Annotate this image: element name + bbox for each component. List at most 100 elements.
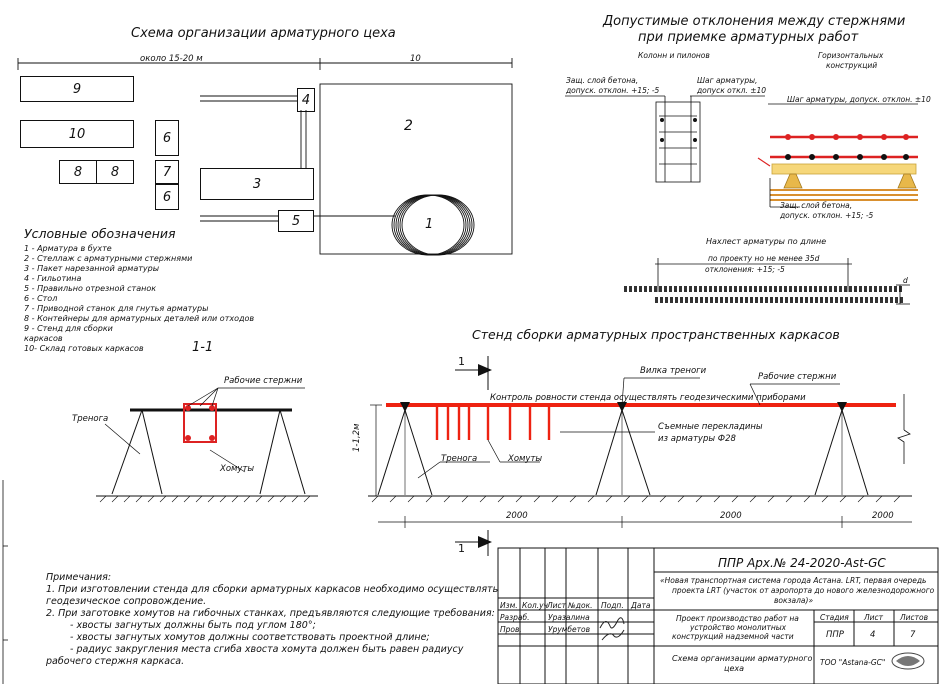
legend-item: 10- Склад готовых каркасов: [24, 344, 144, 353]
cut-label-top: 1: [458, 355, 465, 368]
sheets-header: Листов: [900, 613, 929, 622]
row1-name: Уразалина: [548, 613, 590, 622]
legend-item: 6 - Стол: [24, 294, 58, 303]
horizontal-label-2: конструкций: [826, 61, 878, 70]
span-label-1: 2000: [506, 511, 528, 521]
sheet-header: Лист: [864, 613, 884, 622]
sheet-name-2: цеха: [724, 664, 745, 673]
project-line-2: проекта LRT (участок от аэропорта до нов…: [672, 586, 935, 595]
pitch-col-2: допуск откл. ±10: [697, 86, 767, 95]
dim-total-label: около 15-20 м: [140, 54, 203, 64]
section-bars-label: Рабочие стержни: [224, 376, 303, 386]
block-3: 3: [200, 168, 314, 200]
block-9: 9: [20, 76, 134, 102]
stage-value: ППР: [826, 630, 844, 640]
notes-line: геодезическое сопровождение.: [46, 596, 207, 607]
cover-hor-2: допуск. отклон. +15; -5: [780, 211, 874, 220]
rack-area: [319, 83, 513, 255]
crossbars-label-1: Съемные перекладины: [658, 422, 763, 432]
notes-line: - хвосты загнутых должны быть под углом …: [70, 620, 316, 631]
pitch-hor: Шаг арматуры, допуск. отклон. ±10: [787, 95, 931, 104]
sheets-value: 7: [910, 630, 916, 640]
title-block-grid: [497, 547, 939, 684]
stand-title: Стенд сборки арматурных пространственных…: [472, 327, 840, 342]
block-8b: 8: [96, 160, 134, 184]
legend-title: Условные обозначения: [24, 226, 176, 241]
workshop-scheme: [17, 58, 513, 256]
coil-1-drawing: [391, 194, 475, 256]
doc-code: ППР Арх.№ 24-2020-Ast-GC: [718, 556, 886, 570]
project-line-1: «Новая транспортная система города Астан…: [660, 576, 927, 585]
section-stirrups-label: Хомуты: [220, 464, 255, 474]
span-label-2: 2000: [720, 511, 742, 521]
row2-name: Урумбетов: [548, 625, 591, 634]
section-title: 1-1: [192, 340, 214, 355]
sheet-value: 4: [870, 630, 876, 640]
legend-item: каркасов: [24, 334, 63, 343]
block-6a: 6: [155, 120, 179, 156]
legend-item: 7 - Приводной станок для гнутья арматуры: [24, 304, 209, 313]
legend-item: 8 - Контейнеры для арматурных деталей ил…: [24, 314, 255, 323]
block-7: 7: [155, 160, 179, 184]
section-1-1-drawing: [96, 387, 318, 503]
dim-10-label: 10: [410, 54, 421, 64]
block-4: 4: [297, 88, 315, 112]
doc-name-2: устройство монолитных: [690, 623, 787, 632]
lap-1: по проекту но не менее 35d: [708, 254, 820, 263]
horizontal-tolerance-detail: [757, 103, 918, 208]
col-header-ndok: №док.: [568, 601, 593, 610]
section-tripod-label: Тренога: [72, 414, 109, 424]
cover-col-1: Защ. слой бетона,: [566, 76, 639, 85]
height-label: 1-1,2м: [352, 423, 362, 452]
legend-list: 1 - Арматура в бухте 2 - Стеллаж с армат…: [24, 244, 254, 354]
cover-col-2: допуск. отклон. +15; -5: [566, 86, 660, 95]
notes-line: - радиус закругления места сгиба хвоста …: [70, 644, 464, 655]
notes-block: Примечания: 1. При изготовлении стенда д…: [46, 572, 498, 668]
company-name: ТОО "Astana-GC": [820, 658, 886, 667]
horizontal-label-1: Горизонтальных: [818, 51, 884, 60]
row2-role: Пров.: [500, 625, 522, 634]
notes-line: 1. При изготовлении стенда для сборки ар…: [46, 584, 499, 595]
project-line-3: вокзала)»: [774, 596, 814, 605]
legend-item: 2 - Стеллаж с арматурными стержнями: [24, 254, 193, 263]
d-label: d: [903, 276, 908, 285]
control-label: Контроль ровности стенда осуществлять ге…: [490, 393, 806, 403]
notes-title: Примечания:: [46, 572, 112, 583]
legend-item: 5 - Правильно отрезной станок: [24, 284, 157, 293]
legend-item: 4 - Гильотина: [24, 274, 82, 283]
crossbars-label-2: из арматуры Ф28: [658, 434, 736, 444]
block-8a: 8: [59, 160, 97, 184]
block-5: 5: [278, 210, 314, 232]
block-1-label: 1: [425, 217, 434, 232]
lap-splice-detail: [624, 258, 910, 305]
lap-2: отклонения: +15; -5: [705, 265, 785, 274]
legend-item: 1 - Арматура в бухте: [24, 244, 112, 253]
doc-name-1: Проект производство работ на: [676, 614, 799, 623]
notes-line: рабочего стержня каркаса.: [46, 656, 185, 667]
stand-bars-label: Рабочие стержни: [758, 372, 837, 382]
tolerances-title-2: при приемке арматурных работ: [638, 30, 859, 45]
lap-title: Нахлест арматуры по длине: [706, 237, 827, 246]
stand-tripod-label: Тренога: [441, 454, 478, 464]
col-header-izm: Изм.: [500, 601, 518, 610]
col-header-podp: Подп.: [601, 601, 624, 610]
legend-item: 3 - Пакет нарезанной арматуры: [24, 264, 160, 273]
notes-line: 2. При заготовке хомутов на гибочных ста…: [46, 608, 495, 619]
pitch-col-1: Шаг арматуры,: [697, 76, 758, 85]
stand-drawing: [368, 356, 912, 556]
col-header-list: Лист: [547, 601, 567, 610]
block-10: 10: [20, 120, 134, 148]
row1-role: Разраб.: [500, 613, 530, 622]
notes-line: - хвосты загнутых хомутов должны соответ…: [70, 632, 430, 643]
fork-label: Вилка треноги: [640, 366, 707, 376]
stage-header: Стадия: [820, 613, 849, 622]
block-2-label: 2: [404, 118, 413, 134]
legend-item: 9 - Стенд для сборки: [24, 324, 113, 333]
col-header-data: Дата: [631, 601, 651, 610]
span-label-3: 2000: [872, 511, 894, 521]
cover-hor-1: Защ. слой бетона,: [780, 201, 853, 210]
workshop-title: Схема организации арматурного цеха: [131, 26, 396, 41]
sheet-name-1: Схема организации арматурного: [672, 654, 813, 663]
cut-label-bottom: 1: [458, 542, 465, 555]
